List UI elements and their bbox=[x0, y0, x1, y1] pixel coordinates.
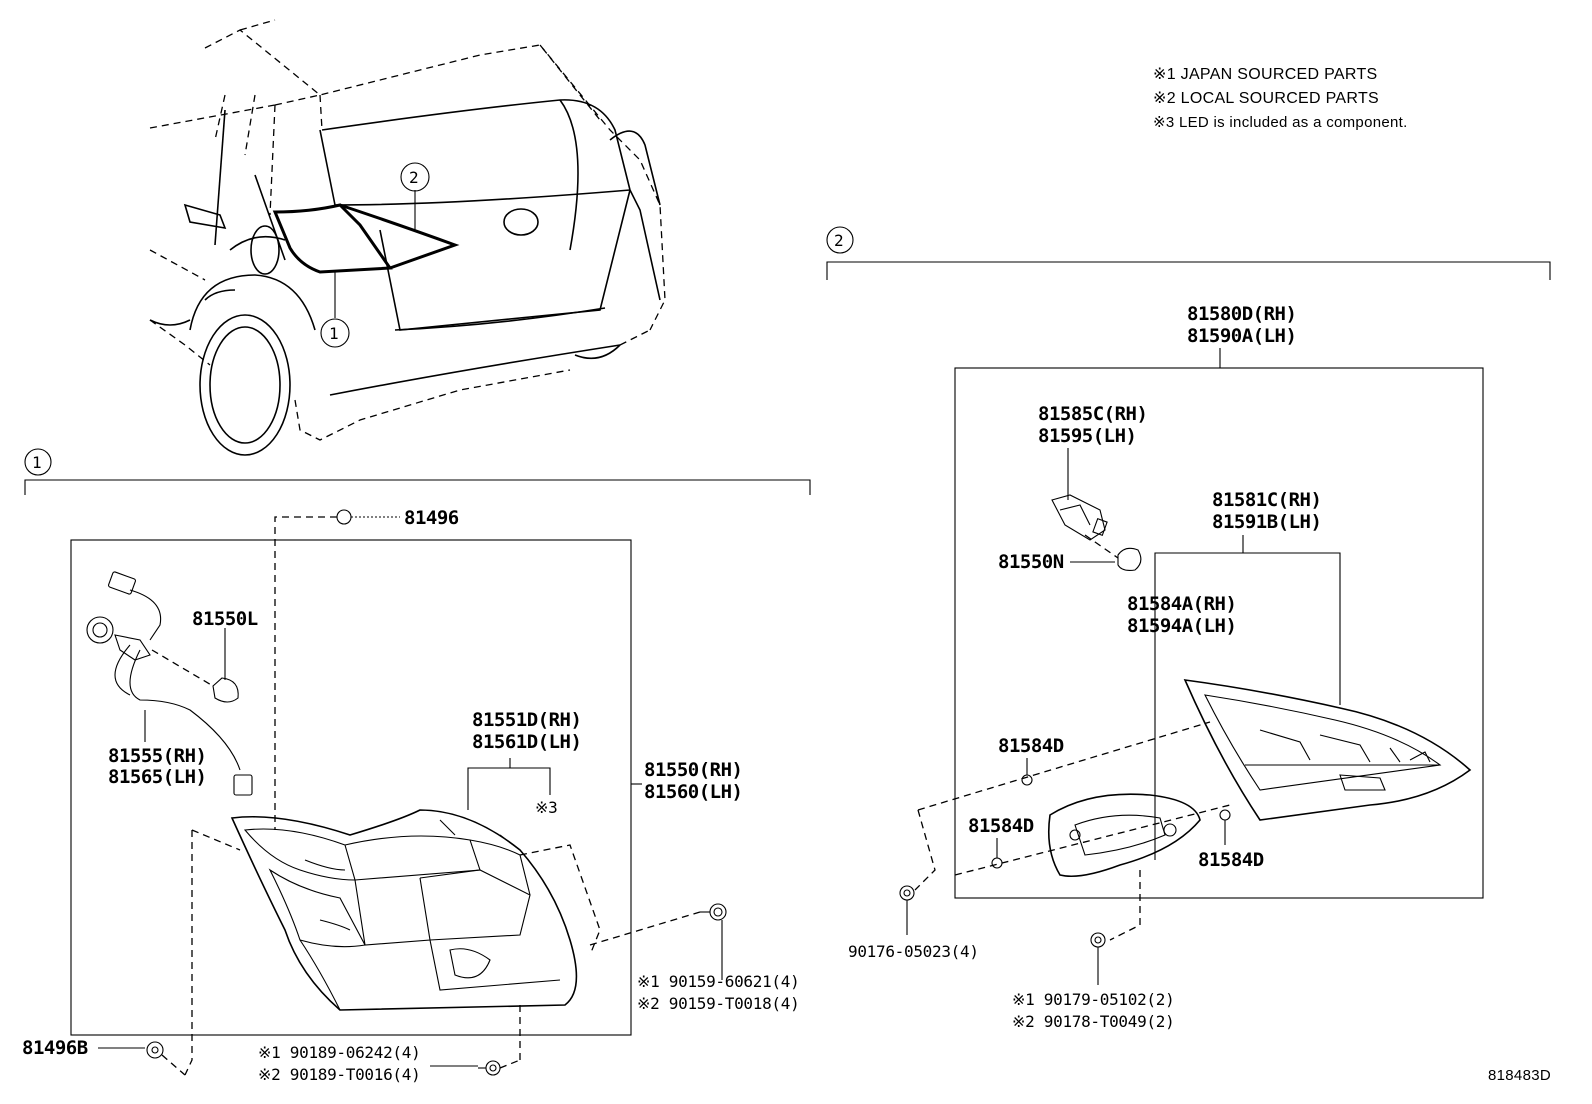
section-1-marker: 1 bbox=[32, 453, 41, 472]
part-81584D-upper: 81584D bbox=[998, 735, 1064, 757]
vehicle-rear-view: 1 2 bbox=[149, 19, 666, 456]
section-2-back-door-lamp: 2 81580D(RH) 81590A(LH) 81585C(RH) 81595… bbox=[826, 226, 1551, 1031]
note-local-sourced: ※2 LOCAL SOURCED PARTS bbox=[1153, 90, 1379, 107]
socket-81585C-icon bbox=[1051, 494, 1108, 541]
section-2-bracket bbox=[826, 261, 1551, 280]
clip-81584D-right-icon bbox=[1219, 809, 1231, 821]
section-2-marker: 2 bbox=[834, 231, 843, 250]
part-81561D: 81561D(LH) bbox=[472, 731, 581, 753]
tail-lamp-assembly-icon bbox=[230, 809, 578, 1011]
part-81585C: 81585C(RH) bbox=[1038, 403, 1147, 425]
part-90189-local: ※2 90189-T0016(4) bbox=[258, 1065, 420, 1084]
assembly-box-81580D bbox=[954, 367, 1484, 899]
part-81551D: 81551D(RH) bbox=[472, 709, 581, 731]
inner-lamp-81581C-icon bbox=[1183, 679, 1472, 821]
part-90178-local: ※2 90178-T0049(2) bbox=[1012, 1012, 1174, 1031]
bulb-81550L-icon bbox=[212, 677, 239, 703]
nut-90189-icon bbox=[478, 1060, 501, 1076]
part-90176: 90176-05023(4) bbox=[848, 942, 979, 961]
grommet-81496-icon bbox=[336, 509, 352, 525]
part-90179-japan: ※1 90179-05102(2) bbox=[1012, 990, 1174, 1009]
part-90159-local: ※2 90159-T0018(4) bbox=[637, 994, 799, 1013]
part-81550: 81550(RH) bbox=[644, 759, 742, 781]
led-note-mark: ※3 bbox=[535, 798, 557, 817]
clip-81584D-upper-icon bbox=[1021, 774, 1033, 786]
part-81584D-left: 81584D bbox=[968, 815, 1034, 837]
callout-1-label: 1 bbox=[329, 324, 338, 343]
notes-block: ※1 JAPAN SOURCED PARTS ※2 LOCAL SOURCED … bbox=[1153, 66, 1408, 131]
part-81581C: 81581C(RH) bbox=[1212, 489, 1321, 511]
section-1-bracket bbox=[24, 479, 811, 495]
assembly-box-81550 bbox=[70, 539, 632, 1036]
part-90159-japan: ※1 90159-60621(4) bbox=[637, 972, 799, 991]
nut-90176-icon bbox=[899, 885, 915, 901]
gasket-81584A-icon bbox=[1047, 793, 1201, 878]
part-81595: 81595(LH) bbox=[1038, 425, 1136, 447]
part-81580D: 81580D(RH) bbox=[1187, 303, 1296, 325]
part-81496: 81496 bbox=[404, 507, 459, 529]
part-81560: 81560(LH) bbox=[644, 781, 742, 803]
part-81550L: 81550L bbox=[192, 608, 258, 630]
part-81550N: 81550N bbox=[998, 551, 1064, 573]
socket-wire-harness-icon bbox=[86, 571, 253, 796]
bulb-81550N-icon bbox=[1117, 547, 1142, 571]
part-81584D-right: 81584D bbox=[1198, 849, 1264, 871]
part-81584A: 81584A(RH) bbox=[1127, 593, 1236, 615]
part-81555: 81555(RH) bbox=[108, 745, 206, 767]
diagram-id: 818483D bbox=[1488, 1067, 1551, 1084]
callout-2-label: 2 bbox=[409, 168, 418, 187]
grommet-81496B-icon bbox=[146, 1041, 164, 1059]
screw-90159-icon bbox=[700, 903, 727, 921]
section-1-tail-lamp: 1 81496 81550L 81555(RH) 81565(LH) bbox=[22, 448, 811, 1084]
part-81565: 81565(LH) bbox=[108, 766, 206, 788]
note-japan-sourced: ※1 JAPAN SOURCED PARTS bbox=[1153, 66, 1378, 83]
part-81591B: 81591B(LH) bbox=[1212, 511, 1321, 533]
part-81594A: 81594A(LH) bbox=[1127, 615, 1236, 637]
part-81496B: 81496B bbox=[22, 1037, 88, 1059]
part-90189-japan: ※1 90189-06242(4) bbox=[258, 1043, 420, 1062]
clip-81584D-left-icon bbox=[991, 857, 1003, 869]
nut-90179-icon bbox=[1090, 932, 1106, 948]
part-81590A: 81590A(LH) bbox=[1187, 325, 1296, 347]
note-led-included: ※3 LED is included as a component. bbox=[1153, 114, 1408, 131]
